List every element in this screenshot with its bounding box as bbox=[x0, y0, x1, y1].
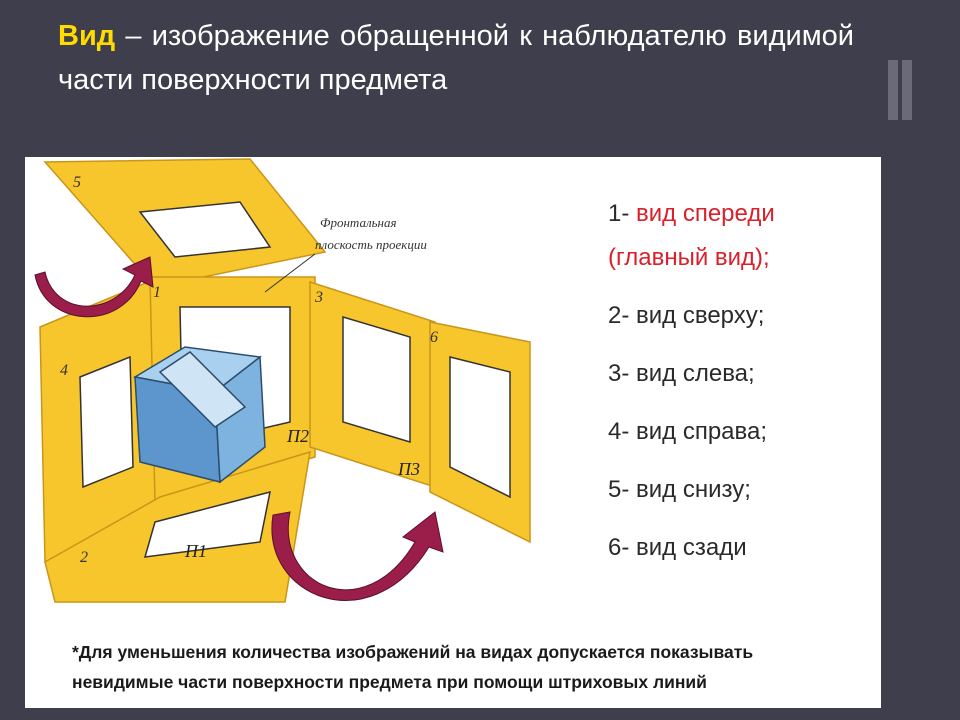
title-definition: – изображение обращенной к наблюдателю в… bbox=[58, 20, 854, 96]
view-item-left: 3- вид слева; bbox=[608, 360, 755, 388]
plane-3-window bbox=[342, 315, 411, 444]
view-item-front: 1- вид спереди bbox=[608, 200, 775, 228]
plane-1-number: 1 bbox=[153, 284, 161, 301]
frontal-plane-label-1: Фронтальная bbox=[320, 215, 397, 230]
plane-6-window bbox=[449, 356, 511, 499]
view-front-text: вид спереди bbox=[629, 200, 775, 227]
decorative-bar-gap bbox=[898, 60, 902, 120]
view-back-prefix: 6- bbox=[608, 534, 630, 561]
content-panel: 5 4 1 3 6 2 Фронтальная плоскость проекц… bbox=[25, 157, 881, 708]
cube-cutout bbox=[158, 351, 247, 428]
leader-line bbox=[264, 253, 316, 293]
plane-5-window bbox=[138, 201, 272, 258]
view-bottom-text: вид снизу; bbox=[629, 476, 751, 503]
plane-6-number: 6 bbox=[430, 329, 438, 346]
view-item-back: 6- вид сзади bbox=[608, 534, 747, 562]
view-top-text: вид сверху; bbox=[629, 302, 765, 329]
pi-3-label: П3 bbox=[397, 459, 420, 479]
plane-4-window bbox=[79, 355, 134, 489]
plane-2-number: 2 bbox=[80, 549, 88, 566]
view-front-prefix: 1- bbox=[608, 200, 630, 227]
view-top-prefix: 2- bbox=[608, 302, 630, 329]
rotate-arrow-left bbox=[34, 256, 154, 318]
plane-3-number: 3 bbox=[314, 289, 323, 306]
view-right-prefix: 4- bbox=[608, 418, 630, 445]
projection-planes-illustration: 5 4 1 3 6 2 Фронтальная плоскость проекц… bbox=[34, 158, 531, 603]
view-back-text: вид сзади bbox=[629, 534, 747, 561]
view-item-right: 4- вид справа; bbox=[608, 418, 767, 446]
view-bottom-prefix: 5- bbox=[608, 476, 630, 503]
view-item-bottom: 5- вид снизу; bbox=[608, 476, 751, 504]
view-front-main-text: (главный вид); bbox=[608, 244, 770, 271]
slide-title: Вид – изображение обращенной к наблюдате… bbox=[58, 14, 854, 102]
footnote-line-2: невидимые части поверхности предмета при… bbox=[72, 672, 707, 692]
view-right-text: вид справа; bbox=[629, 418, 768, 445]
title-term: Вид bbox=[58, 20, 116, 52]
pi-1-label: П1 bbox=[184, 541, 207, 561]
view-left-text: вид слева; bbox=[629, 360, 755, 387]
footnote-line-1: *Для уменьшения количества изображений н… bbox=[72, 642, 754, 662]
footnote: *Для уменьшения количества изображений н… bbox=[72, 637, 872, 697]
view-item-top: 2- вид сверху; bbox=[608, 302, 764, 330]
pi-2-label: П2 bbox=[286, 426, 309, 446]
rotate-arrow-bottom bbox=[271, 511, 444, 601]
plane-5-number: 5 bbox=[73, 174, 81, 191]
plane-4-number: 4 bbox=[60, 362, 68, 379]
cube-right bbox=[214, 355, 266, 484]
view-item-front-main: (главный вид); bbox=[608, 244, 770, 272]
view-left-prefix: 3- bbox=[608, 360, 630, 387]
plane-2-window bbox=[143, 490, 271, 558]
frontal-plane-label-2: плоскость проекции bbox=[315, 237, 427, 252]
